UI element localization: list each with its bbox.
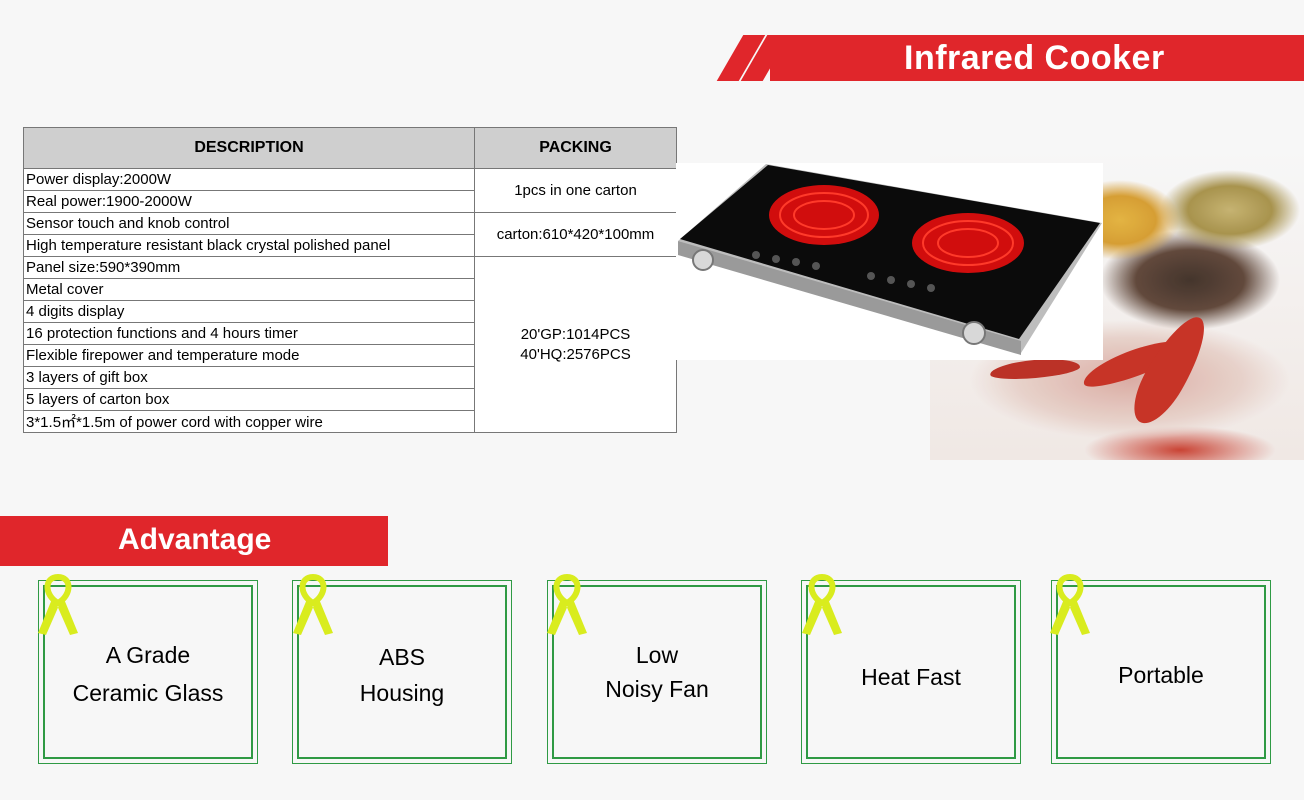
spec-table: DESCRIPTION PACKING Power display:2000W … [23,127,677,433]
awareness-ribbon-icon [38,573,78,635]
card-line1: Portable [1118,662,1204,688]
table-row: 5 layers of carton box [23,388,475,411]
table-row: Real power:1900-2000W [23,190,475,213]
advantage-title: Advantage [118,523,272,556]
card-line2: Noisy Fan [605,676,709,702]
card-line1: ABS [378,644,426,670]
table-row: Sensor touch and knob control [23,212,475,235]
packing-20gp: 20'GP:1014PCS [520,325,631,343]
table-row: Flexible firepower and temperature mode [23,344,475,367]
table-row: 4 digits display [23,300,475,323]
product-image [676,163,1103,360]
advantage-card: Portable [1051,580,1271,764]
description-header: DESCRIPTION [23,127,475,169]
packing-per-carton: 1pcs in one carton [514,181,637,199]
advantage-card: Heat Fast [801,580,1021,764]
table-row: 3*1.5㎡*1.5m of power cord with copper wi… [23,410,475,433]
table-row: Power display:2000W [23,168,475,191]
awareness-ribbon-icon [293,573,333,635]
packing-cell: 20'GP:1014PCS 40'HQ:2576PCS [474,256,677,433]
card-line2: Ceramic Glass [72,680,224,706]
title-banner: Infrared Cooker [770,35,1304,81]
awareness-ribbon-icon [547,573,587,635]
advantage-card: Low Noisy Fan [547,580,767,764]
packing-carton-size: carton:610*420*100mm [496,225,655,243]
card-line1: Heat Fast [861,664,961,690]
advantage-card: A Grade Ceramic Glass [38,580,258,764]
table-row: 3 layers of gift box [23,366,475,389]
awareness-ribbon-icon [1050,573,1090,635]
packing-cell: 1pcs in one carton [474,168,677,213]
advantage-banner: Advantage [0,516,388,566]
table-row: Metal cover [23,278,475,301]
awareness-ribbon-icon [802,573,842,635]
packing-cell: carton:610*420*100mm [474,212,677,257]
advantage-card: ABS Housing [292,580,512,764]
table-row: High temperature resistant black crystal… [23,234,475,257]
card-line2: Housing [359,680,445,706]
table-row: 16 protection functions and 4 hours time… [23,322,475,345]
card-line1: Low [635,642,679,668]
page-title: Infrared Cooker [904,39,1165,77]
card-line1: A Grade [105,642,191,668]
packing-40hq: 40'HQ:2576PCS [520,345,631,363]
packing-header: PACKING [474,127,677,169]
table-row: Panel size:590*390mm [23,256,475,279]
